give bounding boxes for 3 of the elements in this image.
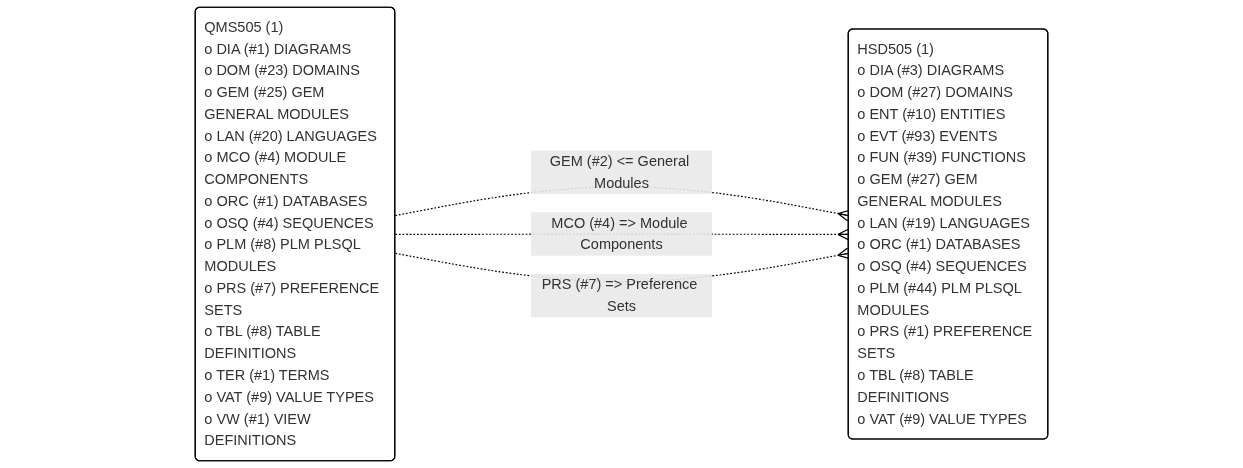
edge-label: PRS (#7) => Preference Sets xyxy=(541,276,698,314)
edge-label: MCO (#4) => Module Components xyxy=(551,214,688,253)
edge-label: GEM (#2) <= General Modules xyxy=(549,153,690,191)
